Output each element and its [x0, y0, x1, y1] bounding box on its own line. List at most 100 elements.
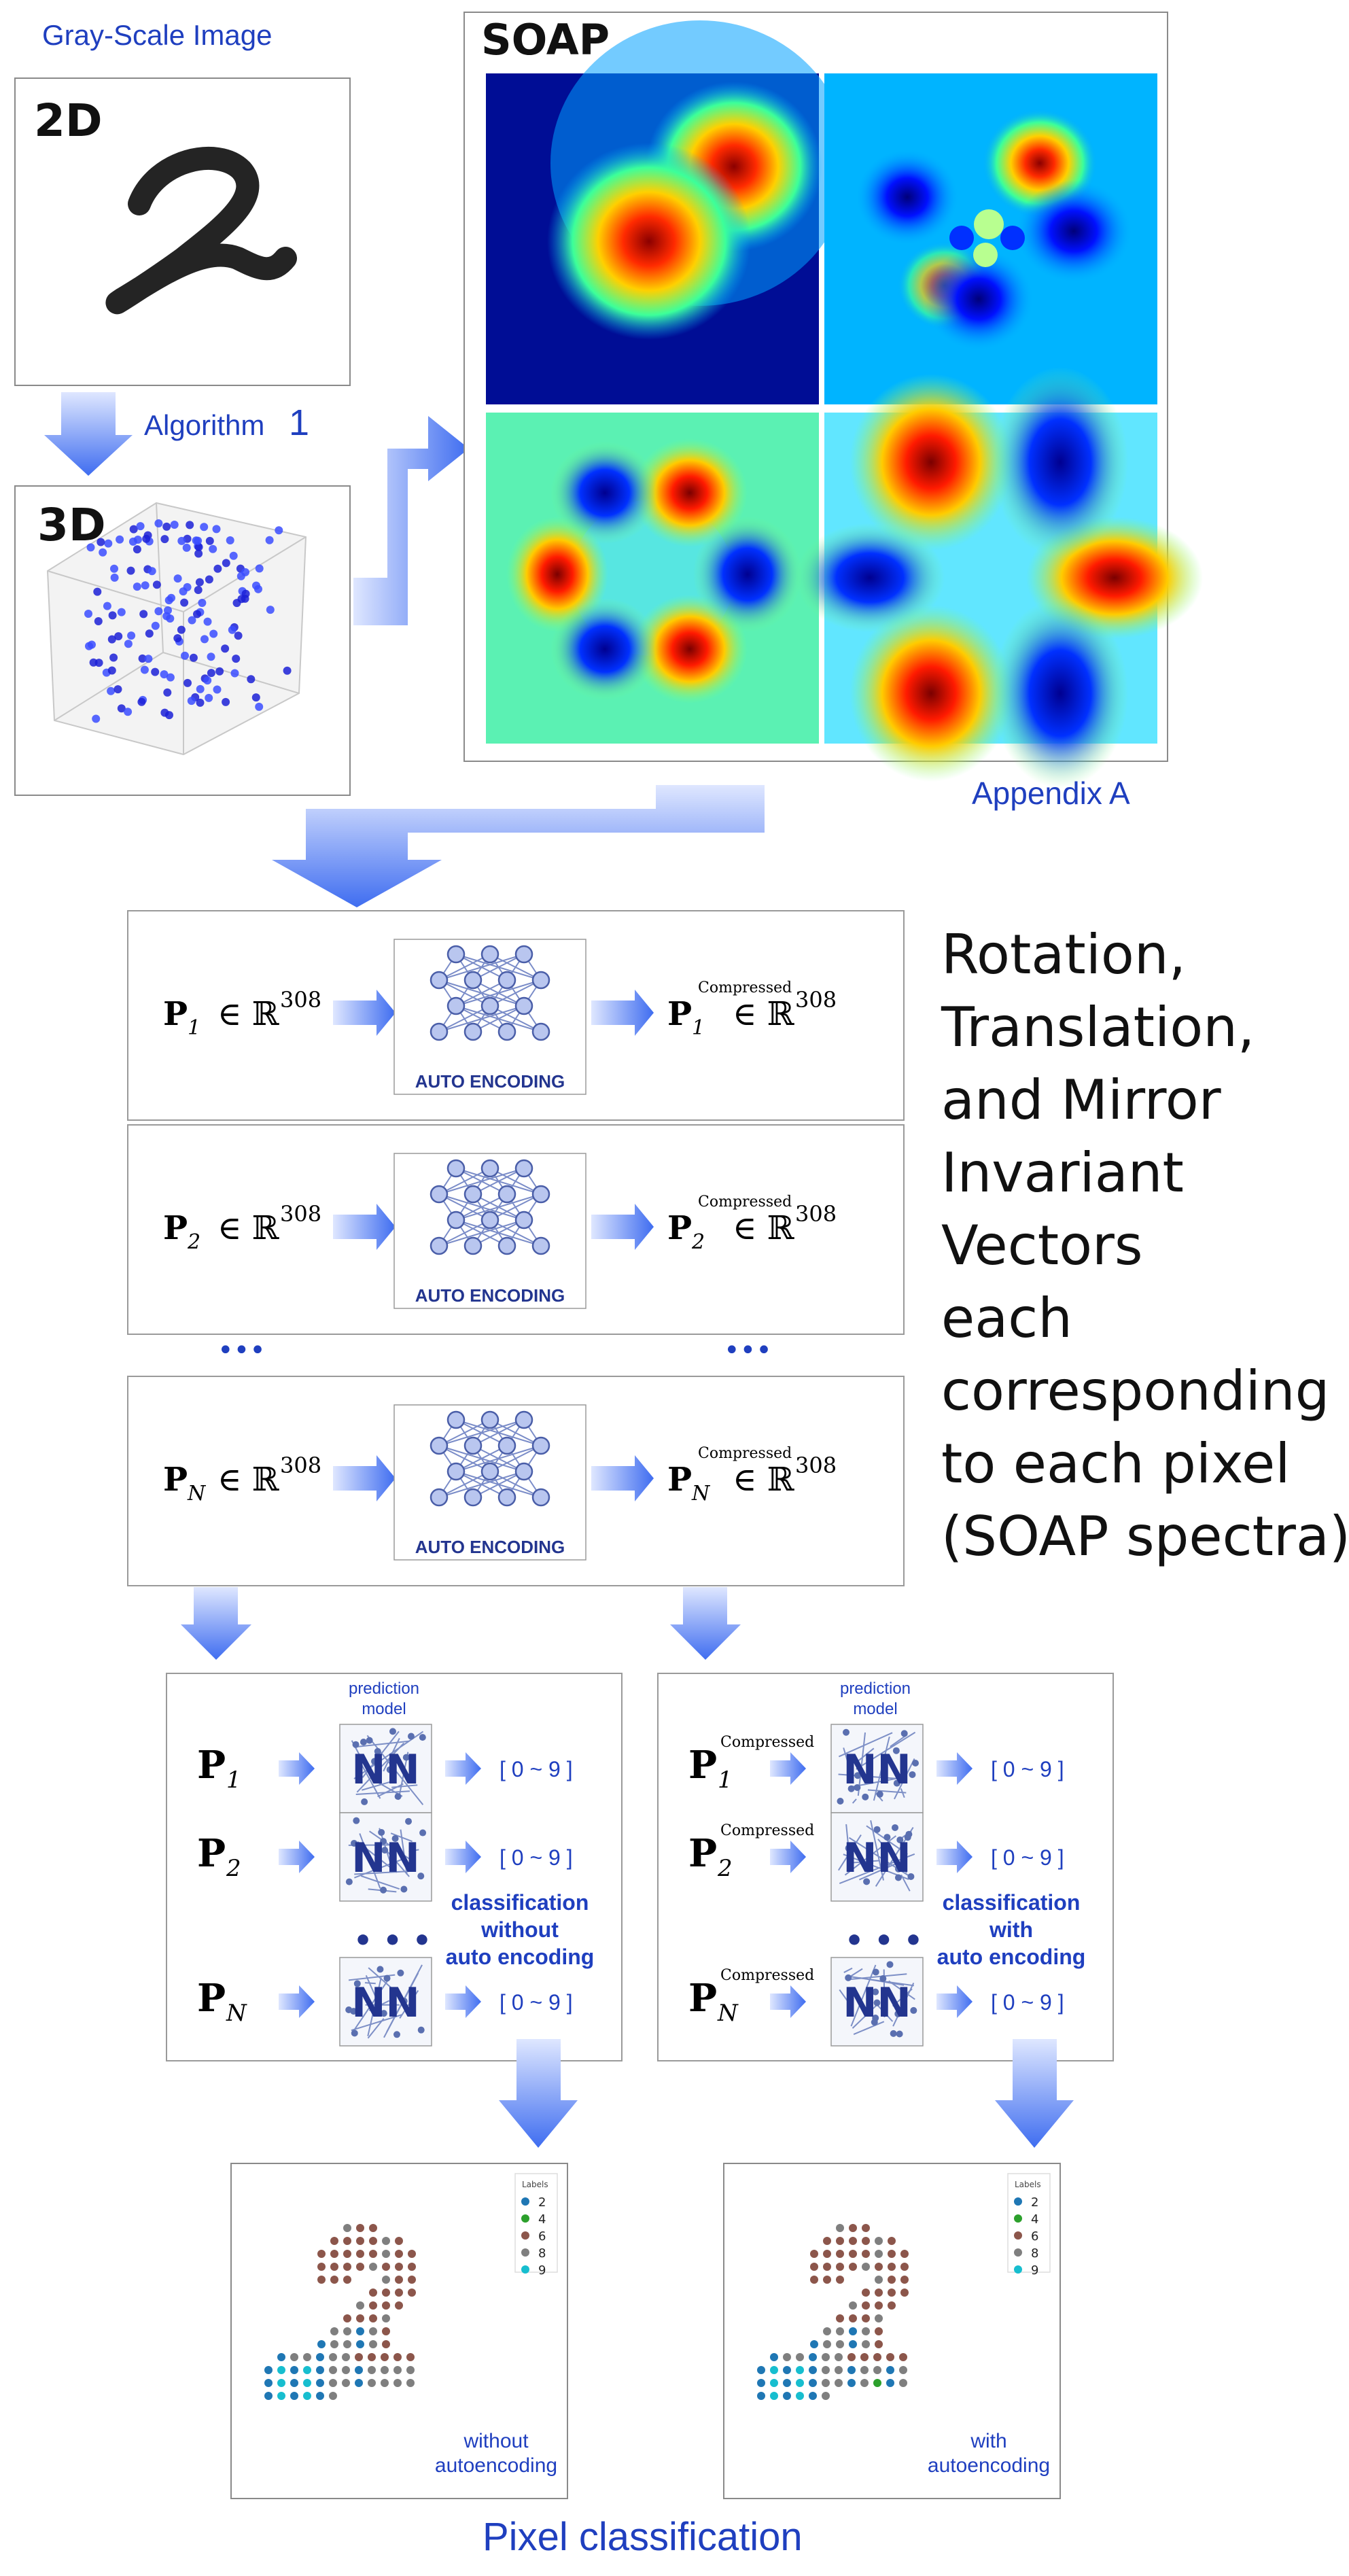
scatter-point [141, 581, 150, 590]
ae-node [463, 1436, 483, 1455]
nn-edge [353, 1981, 388, 2030]
pixel-point [796, 2392, 804, 2400]
pixel-point [330, 2276, 338, 2284]
legend-label: 4 [538, 2212, 546, 2227]
pixel-point [369, 2288, 377, 2297]
legend-label: 2 [1031, 2195, 1038, 2210]
scatter-point [140, 665, 149, 674]
pixel-point [899, 2379, 907, 2387]
nn-node [866, 1856, 873, 1864]
input-vector-dim: 308 [280, 987, 321, 1013]
nn-edge [399, 1989, 419, 2019]
pixel-point [836, 2224, 844, 2232]
scatter-point [109, 653, 118, 662]
pixel-point [836, 2314, 844, 2322]
pixel-point [382, 2237, 390, 2245]
scatter-point [230, 669, 239, 678]
ae-node [480, 1410, 500, 1429]
pixel-point [900, 2288, 909, 2297]
soap-heatmap-4 [795, 367, 1203, 788]
pixel-point [849, 2224, 857, 2232]
legend-marker [1014, 2214, 1022, 2223]
pixel-point [356, 2263, 364, 2271]
pixel-point [342, 2379, 350, 2387]
scatter-point [209, 544, 217, 553]
pixel-point [343, 2314, 351, 2322]
scatter-point [232, 599, 241, 608]
pixel-point [822, 2366, 830, 2374]
ae-edge [438, 1471, 525, 1498]
ae-edge [489, 1445, 542, 1472]
scatter-point [139, 610, 148, 619]
scatter-point [207, 669, 215, 678]
pixel-point [862, 2237, 870, 2245]
arrow-into-autoencoder [333, 990, 396, 1036]
scatter-point [226, 536, 234, 544]
nn-edge [362, 1779, 397, 1791]
scatter-point [194, 536, 203, 545]
input-vector-dim: 308 [280, 1201, 321, 1227]
pixel-point [899, 2353, 907, 2361]
nn-edge [900, 1788, 905, 1798]
scatter-point [117, 608, 126, 616]
legend-label: 2 [538, 2195, 546, 2210]
pixel-point [823, 2327, 831, 2335]
scatter-point [136, 522, 145, 531]
scatter-point [180, 598, 189, 607]
pixel-point [810, 2276, 818, 2284]
ae-edge [438, 1419, 525, 1446]
scatter-point [128, 537, 137, 546]
input-vector-subscript: 2 [187, 1230, 200, 1254]
result-plot-box [723, 2163, 1061, 2499]
output-vector-space: ∈ ℝ [733, 995, 794, 1033]
scatter-point [275, 526, 283, 535]
legend-marker [521, 2248, 529, 2257]
legend-marker [521, 2197, 529, 2206]
nn-edge [377, 1783, 404, 1798]
input-vector-subscript: N [187, 1482, 207, 1505]
pixel-point [770, 2392, 778, 2400]
nn-node [862, 1793, 869, 1800]
nn-edge [367, 1977, 382, 2036]
pixel-point [822, 2392, 830, 2400]
pixel-point [783, 2353, 791, 2361]
output-vector-subscript: 2 [691, 1230, 705, 1254]
pixel-point [810, 2263, 818, 2271]
vertical-ellipsis: • • • [353, 1924, 432, 1958]
pixel-point [316, 2379, 324, 2387]
pixel-point [783, 2379, 791, 2387]
scatter-point [205, 536, 214, 545]
pixel-point [810, 2250, 818, 2258]
pixel-point [343, 2276, 351, 2284]
nn-node [843, 1728, 850, 1736]
nn-model-icon: NN [339, 1724, 432, 1813]
nn-edge [852, 1798, 857, 1804]
nn-node [394, 1793, 402, 1800]
ae-node [463, 1488, 483, 1507]
pixel-point [330, 2263, 338, 2271]
pixel-point [875, 2276, 883, 2284]
pixel-point [875, 2288, 883, 2297]
pixel-point [395, 2237, 403, 2245]
ae-node [430, 1185, 449, 1204]
scatter-point [124, 640, 133, 648]
pixel-point [355, 2366, 363, 2374]
ellipsis-right: ••• [724, 1335, 772, 1366]
scatter-point [113, 685, 122, 694]
ae-node [463, 971, 483, 990]
result-caption-line: with [970, 2430, 1006, 2452]
scatter-point [203, 676, 212, 685]
pixel-point [303, 2353, 311, 2361]
legend-title: Labels [1015, 2180, 1041, 2189]
ae-edge [438, 1005, 491, 1032]
result-caption-line: autoencoding [928, 2454, 1050, 2477]
scatter-point [133, 545, 141, 554]
arrow-2d-to-3d [44, 392, 133, 476]
nn-node [892, 1824, 899, 1831]
nn-edge [839, 1853, 915, 1884]
nn-edge [852, 2002, 880, 2029]
nn-node [907, 1873, 915, 1880]
ae-node [430, 1436, 449, 1455]
classifier-input-subscript: N [226, 2000, 247, 2027]
